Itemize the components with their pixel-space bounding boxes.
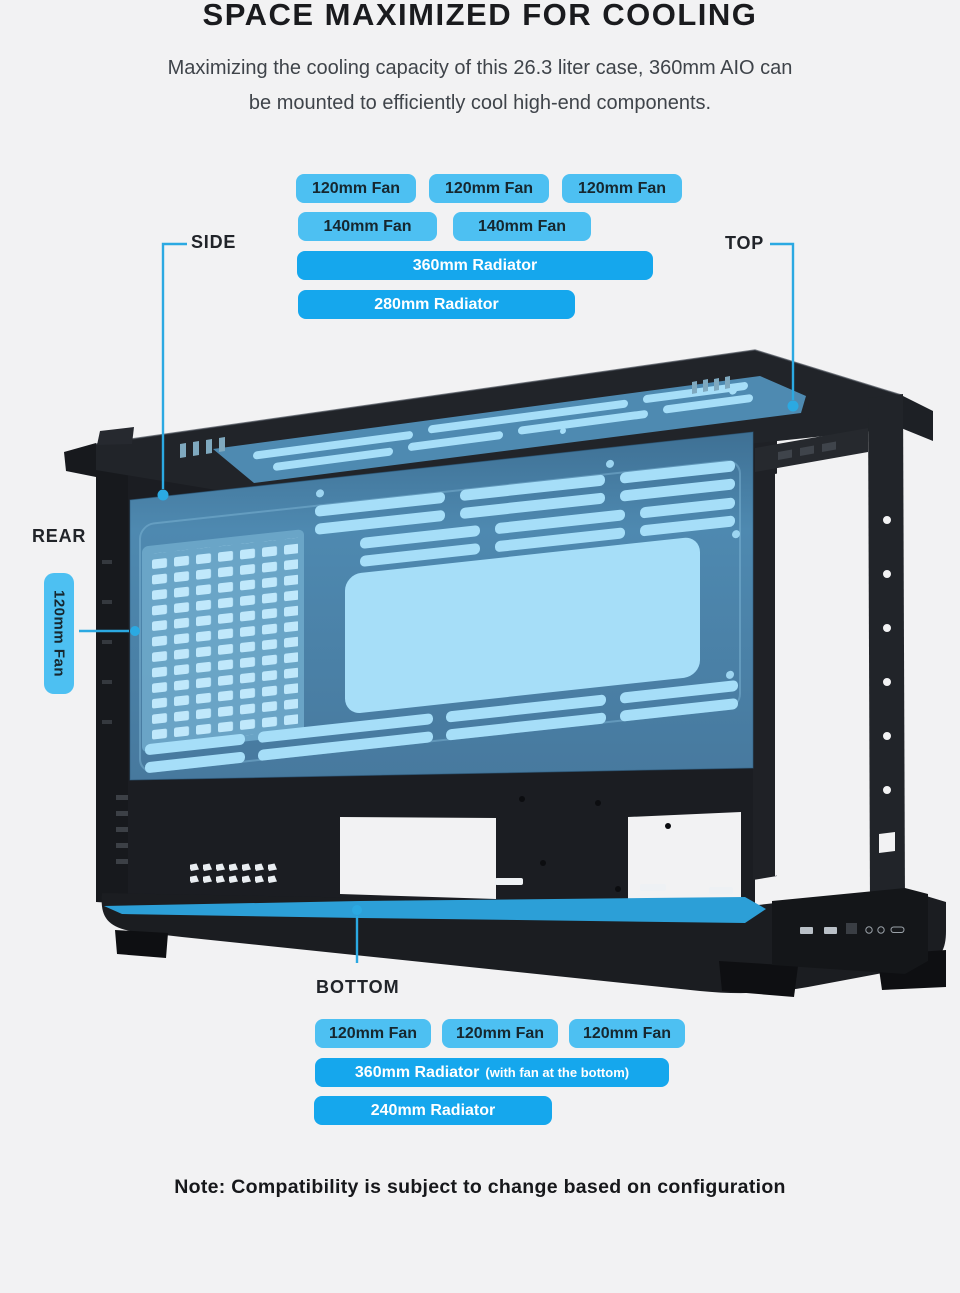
badge-main-text: 360mm Radiator (354, 1063, 480, 1081)
bottom-connector-dot (352, 905, 362, 915)
rear-connector-dot (130, 626, 140, 636)
bottom-panel-highlight (104, 897, 766, 923)
label-top: TOP (725, 233, 765, 253)
case-base (101, 888, 946, 997)
badge-120mm-fan: 120mm Fan (296, 174, 416, 203)
side-connector-dot (157, 489, 169, 501)
label-bottom: BOTTOM (316, 977, 400, 997)
badge-120mm-fan: 120mm Fan (429, 174, 549, 203)
label-rear: REAR (32, 526, 87, 546)
connectors (79, 242, 795, 963)
badge-rear-120mm-fan: 120mm Fan (44, 573, 74, 694)
badge-360mm-radiator-bottom: 360mm Radiator (with fan at the bottom) (315, 1058, 669, 1087)
badge-240mm-radiator: 240mm Radiator (314, 1096, 552, 1125)
subtitle-line-1: Maximizing the cooling capacity of this … (167, 57, 793, 79)
badge-120mm-fan: 120mm Fan (442, 1019, 558, 1048)
side-panel-highlight (129, 431, 754, 781)
badge-280mm-radiator: 280mm Radiator (298, 290, 575, 319)
label-side: SIDE (191, 232, 237, 252)
page-subtitle: Maximizing the cooling capacity of this … (0, 51, 960, 121)
badge-140mm-fan: 140mm Fan (453, 212, 591, 241)
badge-120mm-fan: 120mm Fan (569, 1019, 685, 1048)
top-connector-dot (787, 400, 799, 412)
top-connector-line (770, 242, 795, 400)
compatibility-note: Note: Compatibility is subject to change… (174, 1176, 786, 1198)
page-title: SPACE MAXIMIZED FOR COOLING (202, 0, 758, 32)
badge-360mm-radiator: 360mm Radiator (297, 251, 653, 280)
side-connector-line (161, 242, 187, 489)
subtitle-line-2: be mounted to efficiently cool high-end … (248, 92, 712, 114)
badge-suffix-text: (with fan at the bottom) (485, 1065, 630, 1080)
beam-vents (180, 376, 730, 458)
connector-dots (130, 400, 799, 915)
badge-140mm-fan: 140mm Fan (298, 212, 437, 241)
badge-120mm-fan: 120mm Fan (562, 174, 682, 203)
badge-120mm-fan: 120mm Fan (315, 1019, 431, 1048)
